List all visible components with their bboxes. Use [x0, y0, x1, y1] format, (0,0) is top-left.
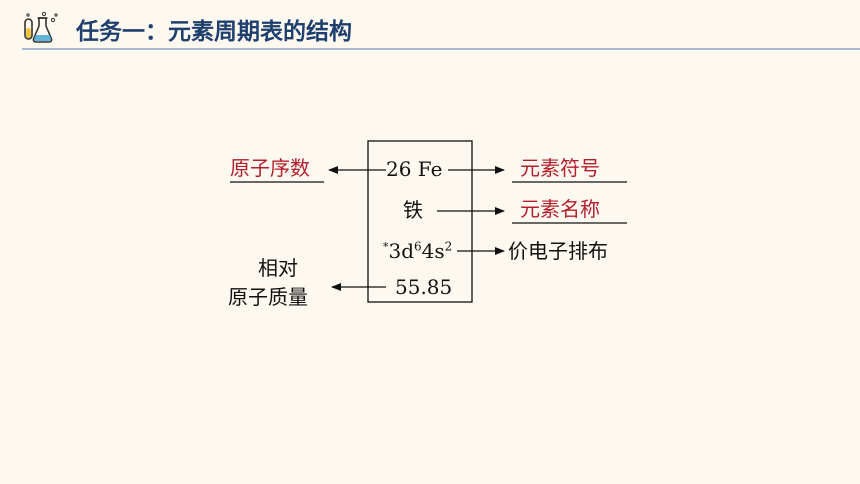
- label-valence-config: 价电子排布: [508, 239, 608, 263]
- header-divider: [22, 48, 860, 50]
- chemistry-flask-icon: [24, 11, 58, 43]
- atomic-number-symbol: 26 Fe: [386, 157, 443, 181]
- element-name-cn: 铁: [403, 198, 423, 222]
- label-atomic-number: 原子序数: [230, 156, 310, 180]
- label-relative-mass-line1: 相对: [258, 256, 298, 280]
- valence-star: *: [383, 240, 389, 254]
- label-relative-mass-line2: 原子质量: [228, 285, 308, 309]
- atomic-mass-value: 55.85: [395, 275, 453, 299]
- label-element-symbol: 元素符号: [520, 156, 600, 180]
- label-element-name: 元素名称: [520, 197, 600, 221]
- element-box: [367, 140, 473, 303]
- page-title: 任务一：元素周期表的结构: [76, 19, 352, 45]
- header: 任务一：元素周期表的结构: [0, 0, 860, 52]
- valence-config-value: *3d64s2: [383, 239, 453, 263]
